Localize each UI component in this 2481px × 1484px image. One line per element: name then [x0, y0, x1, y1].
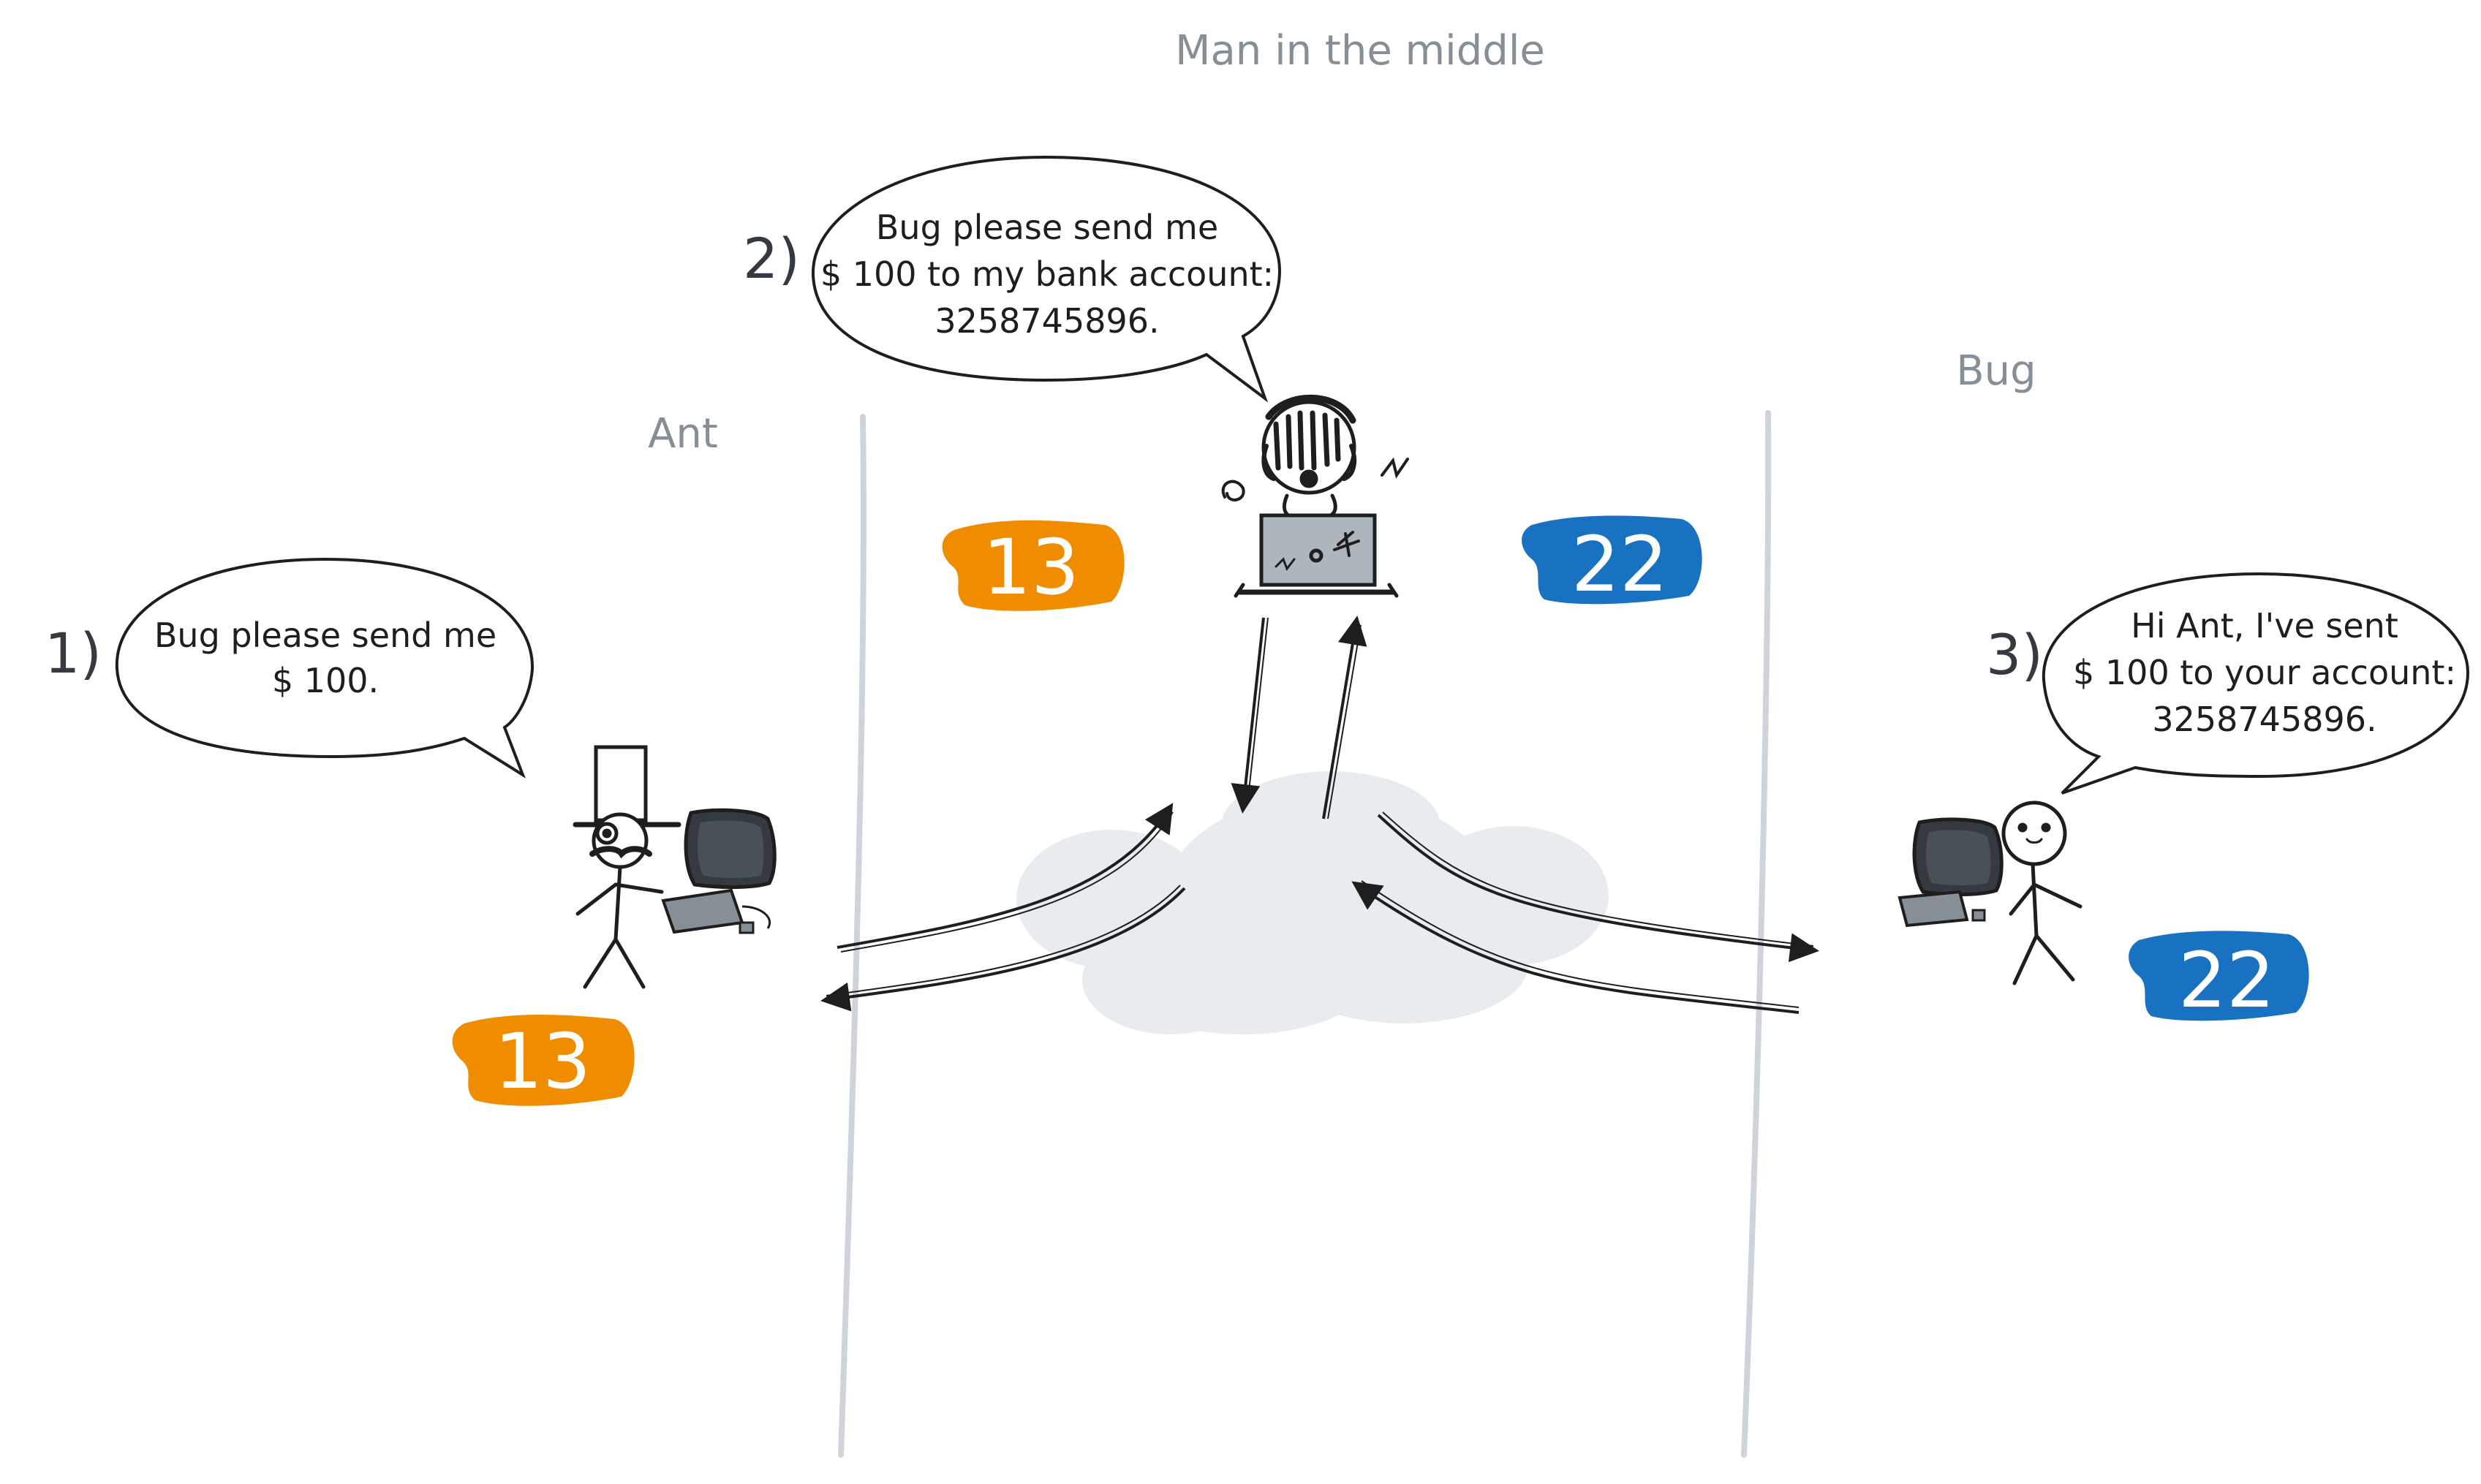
arrow-cloud-to-ant — [820, 885, 1186, 1012]
bubble-1-line-1: Bug please send me — [154, 616, 496, 655]
speech-bubble-2: 2) Bug please send me $ 100 to my bank a… — [743, 155, 1282, 403]
hacker-icon — [1221, 394, 1409, 598]
computer-icon — [661, 808, 777, 934]
arrow-cloud-to-mitm — [1322, 616, 1367, 819]
bubble-2-line-2: $ 100 to my bank account: — [820, 254, 1274, 294]
bubble-3-line-2: $ 100 to your account: — [2073, 653, 2456, 692]
diagram-title: Man in the middle — [1175, 27, 1545, 75]
bug-figure-icon — [2001, 800, 2082, 985]
key-badge-ant: 13 — [452, 1015, 635, 1106]
key-ant-value: 13 — [494, 1017, 591, 1106]
key-bug-value: 22 — [2178, 936, 2275, 1025]
key-badge-bug: 22 — [2129, 931, 2309, 1025]
divider-left — [838, 414, 866, 1458]
speech-bubble-3: 3) Hi Ant, I've sent $ 100 to your accou… — [1986, 572, 2470, 795]
bug-computer-icon — [1897, 817, 2004, 928]
bubble-3-line-3: 3258745896. — [2152, 700, 2376, 739]
bubble-1-line-2: $ 100. — [272, 661, 379, 700]
arrow-ant-to-cloud — [837, 803, 1174, 953]
key-mitm-right-value: 22 — [1571, 520, 1668, 609]
key-mitm-left-value: 13 — [983, 523, 1079, 612]
arrow-mitm-to-cloud — [1231, 617, 1269, 814]
cloud-icon — [1016, 771, 1609, 1034]
arrow-cloud-to-bug — [1377, 811, 1819, 963]
bubble-2-line-3: 3258745896. — [934, 301, 1159, 341]
bug-label: Bug — [1956, 347, 2036, 395]
bubble-3-line-1: Hi Ant, I've sent — [2131, 606, 2398, 646]
step-number-2: 2) — [743, 226, 800, 291]
arrow-bug-to-cloud — [1351, 880, 1800, 1014]
key-badge-mitm-left: 13 — [942, 520, 1125, 612]
bubble-2-line-1: Bug please send me — [876, 208, 1218, 247]
divider-right — [1741, 410, 1772, 1458]
ant-label: Ant — [648, 410, 718, 458]
ant-figure-icon — [573, 745, 681, 989]
step-number-3: 3) — [1986, 622, 2043, 687]
speech-bubble-1: 1) Bug please send me $ 100. — [45, 557, 535, 779]
key-badge-mitm-right: 22 — [1522, 515, 1702, 609]
step-number-1: 1) — [45, 621, 102, 686]
